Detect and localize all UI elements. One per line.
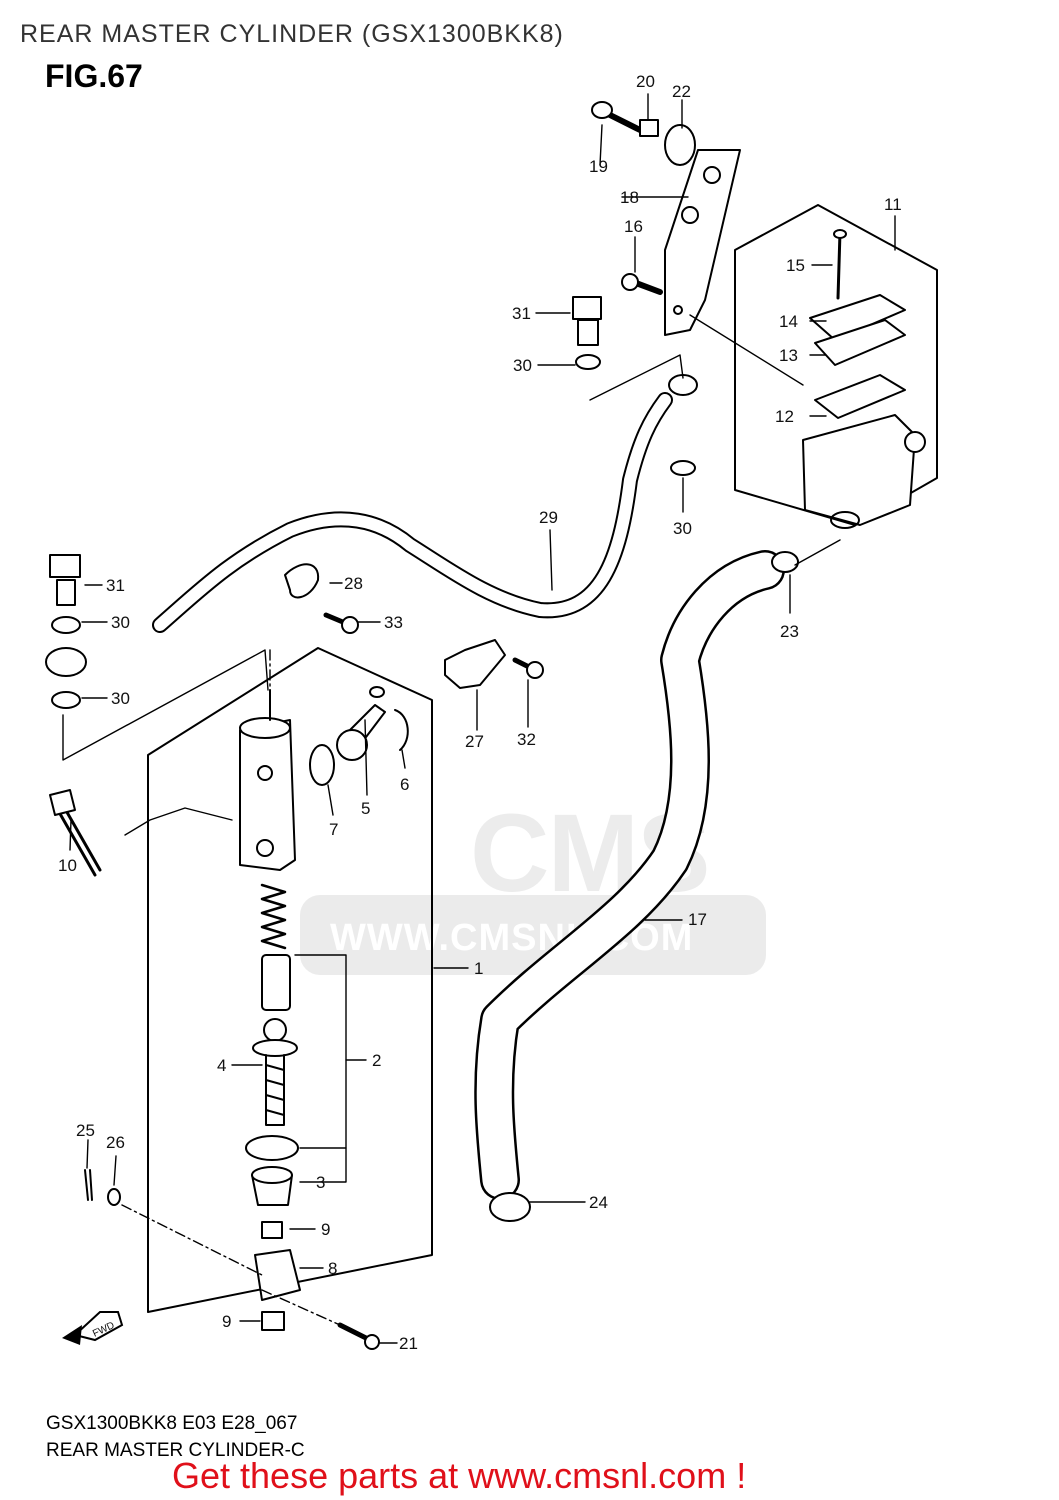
label-27: 27 <box>465 732 484 751</box>
page-title: REAR MASTER CYLINDER (GSX1300BKK8) <box>20 20 564 48</box>
label-30-upper: 30 <box>513 356 532 375</box>
cushion-22 <box>664 124 696 166</box>
circlip-6 <box>394 709 409 751</box>
cap-14 <box>809 294 906 341</box>
label-2: 2 <box>372 1051 381 1070</box>
label-30-right: 30 <box>673 519 692 538</box>
diagram-code: GSX1300BKK8 E03 E28_067 <box>46 1413 298 1434</box>
diaphragm-12 <box>814 374 906 419</box>
label-29: 29 <box>539 508 558 527</box>
label-9-upper: 9 <box>321 1220 330 1239</box>
label-12: 12 <box>775 407 794 426</box>
label-24: 24 <box>589 1193 608 1212</box>
label-13: 13 <box>779 346 798 365</box>
clamp-23 <box>771 551 799 573</box>
reservoir-box-11 <box>734 204 938 526</box>
washer-30-right <box>670 460 696 476</box>
label-16: 16 <box>624 217 643 236</box>
label-33: 33 <box>384 613 403 632</box>
label-32: 32 <box>517 730 536 749</box>
master-cylinder-body <box>239 719 296 871</box>
label-4: 4 <box>217 1056 226 1075</box>
spring <box>260 883 287 950</box>
label-18: 18 <box>620 188 639 207</box>
washer-30-left-upper <box>51 616 81 634</box>
label-8: 8 <box>328 1259 337 1278</box>
fwd-arrow-icon: FWD <box>62 1311 124 1345</box>
figure-number: FIG.67 <box>45 58 143 94</box>
banjo-fitting-left <box>45 647 87 677</box>
screw-15 <box>836 230 842 300</box>
label-14: 14 <box>779 312 798 331</box>
bracket-18 <box>664 149 741 336</box>
label-7: 7 <box>329 820 338 839</box>
clamp-24 <box>489 1192 531 1222</box>
label-26: 26 <box>106 1133 125 1152</box>
label-31-upper: 31 <box>512 304 531 323</box>
nut-9-lower <box>261 1311 285 1331</box>
washer-30-upper <box>575 354 601 370</box>
label-23: 23 <box>780 622 799 641</box>
reservoir-body <box>802 414 916 526</box>
label-5: 5 <box>361 799 370 818</box>
washer-26 <box>107 1188 121 1206</box>
cotter-pin-25 <box>84 1169 93 1201</box>
washer-30-left-lower <box>51 691 81 709</box>
label-21: 21 <box>399 1334 418 1353</box>
label-3: 3 <box>316 1173 325 1192</box>
label-10: 10 <box>58 856 77 875</box>
banjo-bolt-31-upper <box>572 296 602 320</box>
callout-labels: 1 2 3 4 5 6 7 8 9 9 10 11 12 13 14 15 16… <box>58 72 902 1353</box>
label-25: 25 <box>76 1121 95 1140</box>
o-ring-7 <box>309 744 335 786</box>
watermark-banner <box>300 895 766 975</box>
label-6: 6 <box>400 775 409 794</box>
clevis-8 <box>254 1249 301 1301</box>
label-30-left-lower: 30 <box>111 689 130 708</box>
piston <box>261 954 291 1011</box>
push-rod <box>265 1054 285 1126</box>
diagram-name: REAR MASTER CYLINDER-C <box>46 1440 305 1461</box>
label-19: 19 <box>589 157 608 176</box>
nut-9-upper <box>261 1221 283 1239</box>
plate-13 <box>814 319 906 366</box>
label-31-left: 31 <box>106 576 125 595</box>
label-28: 28 <box>344 574 363 593</box>
label-17: 17 <box>688 910 707 929</box>
label-22: 22 <box>672 82 691 101</box>
label-9-lower: 9 <box>222 1312 231 1331</box>
label-1: 1 <box>474 959 483 978</box>
label-15: 15 <box>786 256 805 275</box>
assembly-box-1 <box>147 647 433 1313</box>
collar-20 <box>639 119 659 137</box>
promo-link[interactable]: Get these parts at www.cmsnl.com ! <box>172 1455 747 1496</box>
pin-21 <box>337 1322 373 1343</box>
label-20: 20 <box>636 72 655 91</box>
banjo-bolt-31-left <box>49 554 81 578</box>
clamp-27 <box>444 639 506 689</box>
clamp-28 <box>284 563 320 599</box>
circlip-4 <box>245 1135 299 1161</box>
label-30-left-upper: 30 <box>111 613 130 632</box>
label-11: 11 <box>884 195 902 214</box>
